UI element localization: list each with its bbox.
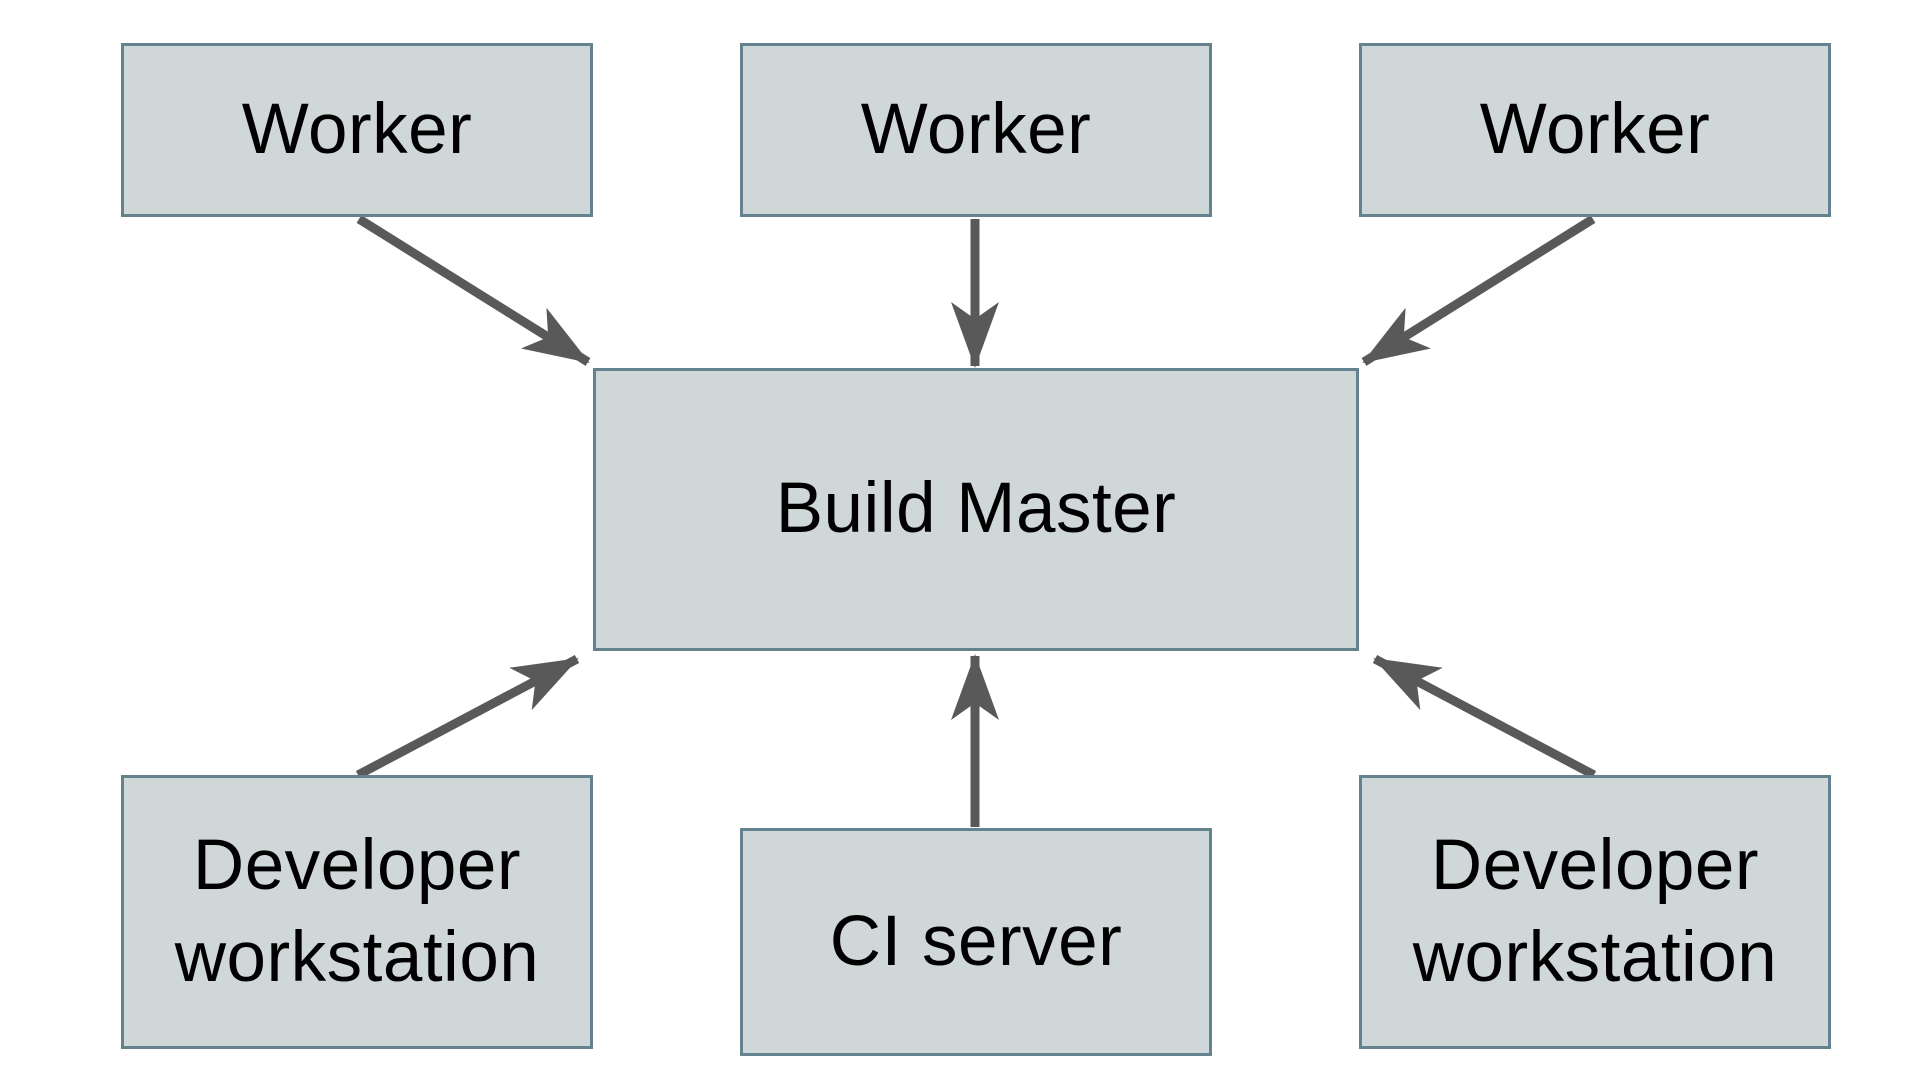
node-worker-2: Worker bbox=[740, 43, 1212, 217]
node-build-master-label: Build Master bbox=[775, 469, 1177, 549]
node-build-master: Build Master bbox=[593, 368, 1359, 651]
arrow-worker3-to-build-master bbox=[1361, 215, 1596, 366]
node-worker-2-label: Worker bbox=[860, 89, 1092, 169]
node-ci-server-label: CI server bbox=[829, 901, 1123, 981]
arrow-worker1-to-build-master bbox=[356, 215, 591, 366]
arrow-dev-workstation-right-to-build-master bbox=[1372, 655, 1597, 779]
arrow-dev-workstation-left-to-build-master bbox=[355, 655, 580, 779]
node-worker-1-label: Worker bbox=[241, 89, 473, 169]
node-developer-workstation-right: Developer workstation bbox=[1359, 775, 1831, 1049]
node-developer-workstation-left: Developer workstation bbox=[121, 775, 593, 1049]
node-developer-workstation-right-label: Developer workstation bbox=[1412, 825, 1778, 997]
node-developer-workstation-left-label: Developer workstation bbox=[174, 825, 540, 997]
node-worker-1: Worker bbox=[121, 43, 593, 217]
node-ci-server: CI server bbox=[740, 828, 1212, 1056]
node-worker-3-label: Worker bbox=[1479, 89, 1711, 169]
node-worker-3: Worker bbox=[1359, 43, 1831, 217]
